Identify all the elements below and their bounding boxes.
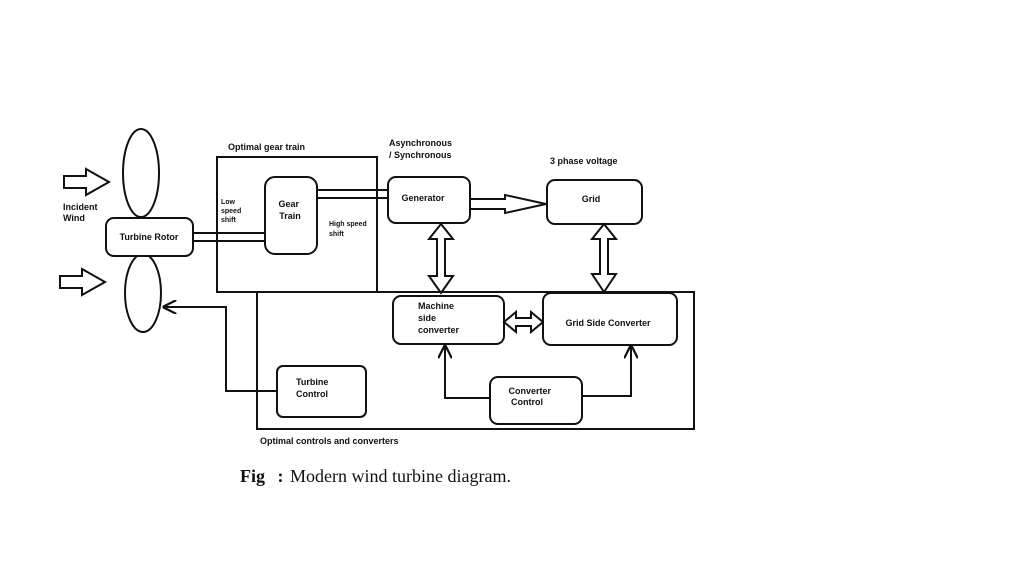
generator-block — [387, 176, 471, 224]
grid-block — [546, 179, 643, 225]
machine-side-converter-label: Machine side converter — [418, 301, 460, 335]
converter-control-to-grid-side-line — [582, 346, 631, 397]
turbine-rotor-label: Turbine Rotor — [120, 232, 179, 242]
grid-voltage-label: 3 phase voltage — [550, 156, 618, 166]
rotor-blade-upper — [122, 128, 160, 218]
turbine-rotor-block — [105, 217, 194, 257]
figure-caption: Fig : Modern wind turbine diagram. — [240, 466, 511, 486]
wind-arrow-upper — [63, 167, 112, 197]
converter-link-double-arrow — [502, 309, 545, 335]
generator-type-label: Asynchronous / Synchronous — [389, 138, 455, 160]
generator-label: Generator — [401, 193, 445, 203]
generator-converter-double-arrow — [426, 222, 456, 295]
turbine-control-feedback-line — [164, 307, 277, 392]
machine-side-converter-block — [392, 295, 505, 345]
controls-region-label: Optimal controls and converters — [260, 436, 399, 446]
low-speed-shaft-label: Low speed shift — [221, 199, 243, 224]
gear-train-region-label: Optimal gear train — [228, 142, 305, 152]
gear-train-block — [264, 176, 318, 255]
incident-wind-label: Incident Wind — [63, 202, 100, 223]
generator-to-grid-arrow — [471, 193, 547, 215]
grid-label: Grid — [582, 194, 601, 204]
gear-train-label: Gear Train — [278, 199, 301, 221]
grid-converter-double-arrow — [589, 222, 619, 294]
wind-arrow-lower — [59, 267, 108, 297]
turbine-control-label: Turbine Control — [296, 377, 331, 399]
converter-control-label: Converter Control — [508, 386, 553, 407]
grid-side-converter-label: Grid Side Converter — [565, 318, 651, 328]
converter-control-to-machine-side-line — [445, 346, 490, 399]
grid-side-converter-block — [542, 292, 678, 346]
controls-region — [256, 291, 695, 430]
converter-control-block — [489, 376, 583, 425]
high-speed-shaft-label: High speed shift — [329, 221, 369, 238]
rotor-blade-lower — [124, 253, 162, 333]
